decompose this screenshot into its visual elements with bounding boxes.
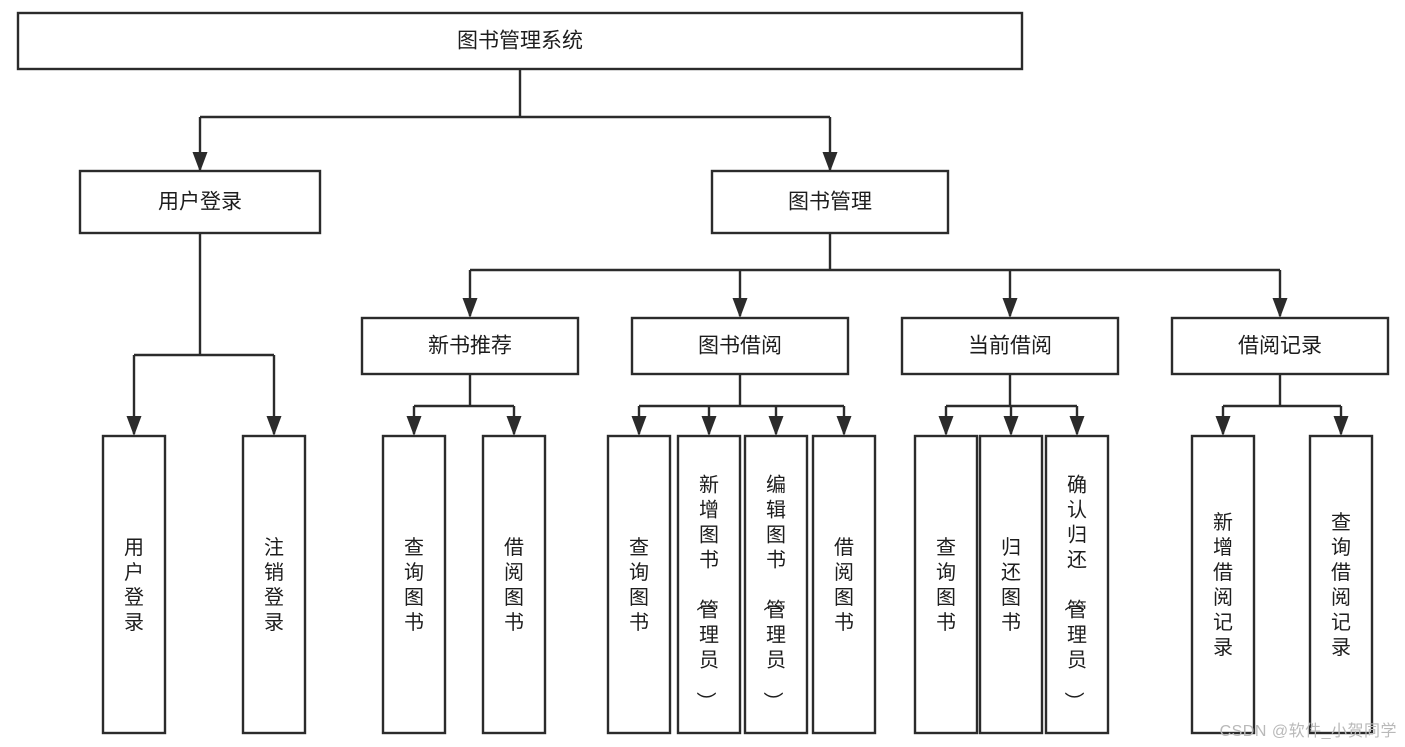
arrow-head-icon [1069,416,1085,436]
node-leaf-query-record[interactable]: 查询借阅记录 [1308,434,1374,735]
node-leaf-edit-book[interactable]: 编辑图书（管理员） [743,434,809,735]
node-label: 图书管理系统 [457,30,583,53]
node-label: 查询图书 [404,536,424,634]
node-label: 新书推荐 [428,335,512,358]
arrow-head-icon [938,416,954,436]
node-leaf-query-book-3[interactable]: 查询图书 [913,434,979,735]
connector-bus-newbook [406,374,522,436]
node-newbook[interactable]: 新书推荐 [360,316,580,376]
node-current[interactable]: 当前借阅 [900,316,1120,376]
node-label: 当前借阅 [968,335,1052,358]
arrow-head-icon [1272,298,1288,318]
node-leaf-confirm-return[interactable]: 确认归还（管理员） [1044,434,1110,735]
arrow-head-icon [1002,298,1018,318]
node-records[interactable]: 借阅记录 [1170,316,1390,376]
arrow-head-icon [822,152,838,172]
connector-bus-bookmgmt [462,233,1288,318]
connector-bus-root [192,69,838,172]
arrow-head-icon [192,152,208,172]
arrow-head-icon [1003,416,1019,436]
node-label: 查询图书 [936,536,956,634]
arrow-head-icon [1215,416,1231,436]
arrow-head-icon [462,298,478,318]
arrow-head-icon [1333,416,1349,436]
node-label: 新增图书（管理员） [694,474,719,712]
node-root[interactable]: 图书管理系统 [16,11,1024,71]
arrow-head-icon [406,416,422,436]
node-label: 用户登录 [124,537,144,634]
node-leaf-borrow-book-2[interactable]: 借阅图书 [811,434,877,735]
node-leaf-borrow-book-1[interactable]: 借阅图书 [481,434,547,735]
node-leaf-return-book[interactable]: 归还图书 [978,434,1044,735]
node-leaf-query-book-2[interactable]: 查询图书 [606,434,672,735]
arrow-head-icon [126,416,142,436]
connector-bus-records [1215,374,1349,436]
node-label: 图书借阅 [698,335,782,358]
node-leaf-add-book[interactable]: 新增图书（管理员） [676,434,742,735]
arrow-head-icon [701,416,717,436]
node-label: 归还图书 [1001,536,1021,634]
node-label: 确认归还（管理员） [1062,474,1087,712]
node-label: 借阅记录 [1238,335,1322,358]
node-label: 编辑图书（管理员） [761,474,786,712]
csdn-watermark: CSDN @软件_小贺同学 [1219,723,1397,740]
node-label: 图书管理 [788,191,872,214]
arrow-head-icon [506,416,522,436]
node-label: 查询借阅记录 [1331,511,1351,659]
node-leaf-add-record[interactable]: 新增借阅记录 [1190,434,1256,735]
node-layer: 图书管理系统用户登录图书管理新书推荐图书借阅当前借阅借阅记录用户登录注销登录查询… [16,11,1390,735]
arrow-head-icon [266,416,282,436]
connector-bus-current [938,374,1085,436]
node-borrow[interactable]: 图书借阅 [630,316,850,376]
arrow-head-icon [768,416,784,436]
connector-layer [126,69,1349,436]
node-label: 查询图书 [629,536,649,634]
node-leaf-query-book-1[interactable]: 查询图书 [381,434,447,735]
node-label: 借阅图书 [504,536,524,634]
node-login[interactable]: 用户登录 [78,169,322,235]
node-label: 用户登录 [158,191,242,214]
connector-bus-borrow [631,374,852,436]
node-bookmgmt[interactable]: 图书管理 [710,169,950,235]
arrow-head-icon [732,298,748,318]
node-label: 借阅图书 [834,536,854,634]
arrow-head-icon [836,416,852,436]
node-leaf-logout[interactable]: 注销登录 [241,434,307,735]
node-label: 注销登录 [264,536,284,634]
node-leaf-user-login[interactable]: 用户登录 [101,434,167,735]
arrow-head-icon [631,416,647,436]
node-label: 新增借阅记录 [1213,511,1233,659]
connector-bus-login [126,233,282,436]
